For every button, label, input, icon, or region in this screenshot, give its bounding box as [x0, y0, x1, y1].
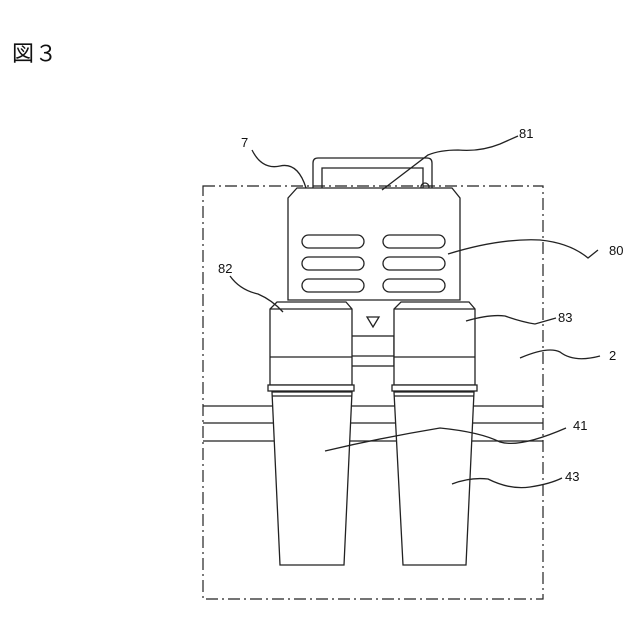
- left-cup: [272, 392, 352, 565]
- handle: [313, 158, 432, 188]
- label-83: 83: [558, 310, 572, 325]
- label-2: 2: [609, 348, 616, 363]
- label-7: 7: [241, 135, 248, 150]
- left-unit: [268, 302, 354, 391]
- label-43: 43: [565, 469, 579, 484]
- label-82: 82: [218, 261, 232, 276]
- right-cup: [394, 392, 474, 565]
- main-body: [288, 188, 460, 300]
- label-81: 81: [519, 126, 533, 141]
- center-connector: [350, 336, 394, 366]
- label-80: 80: [609, 243, 623, 258]
- indicator-triangle-icon: [367, 317, 379, 327]
- label-41: 41: [573, 418, 587, 433]
- right-unit: [392, 302, 477, 391]
